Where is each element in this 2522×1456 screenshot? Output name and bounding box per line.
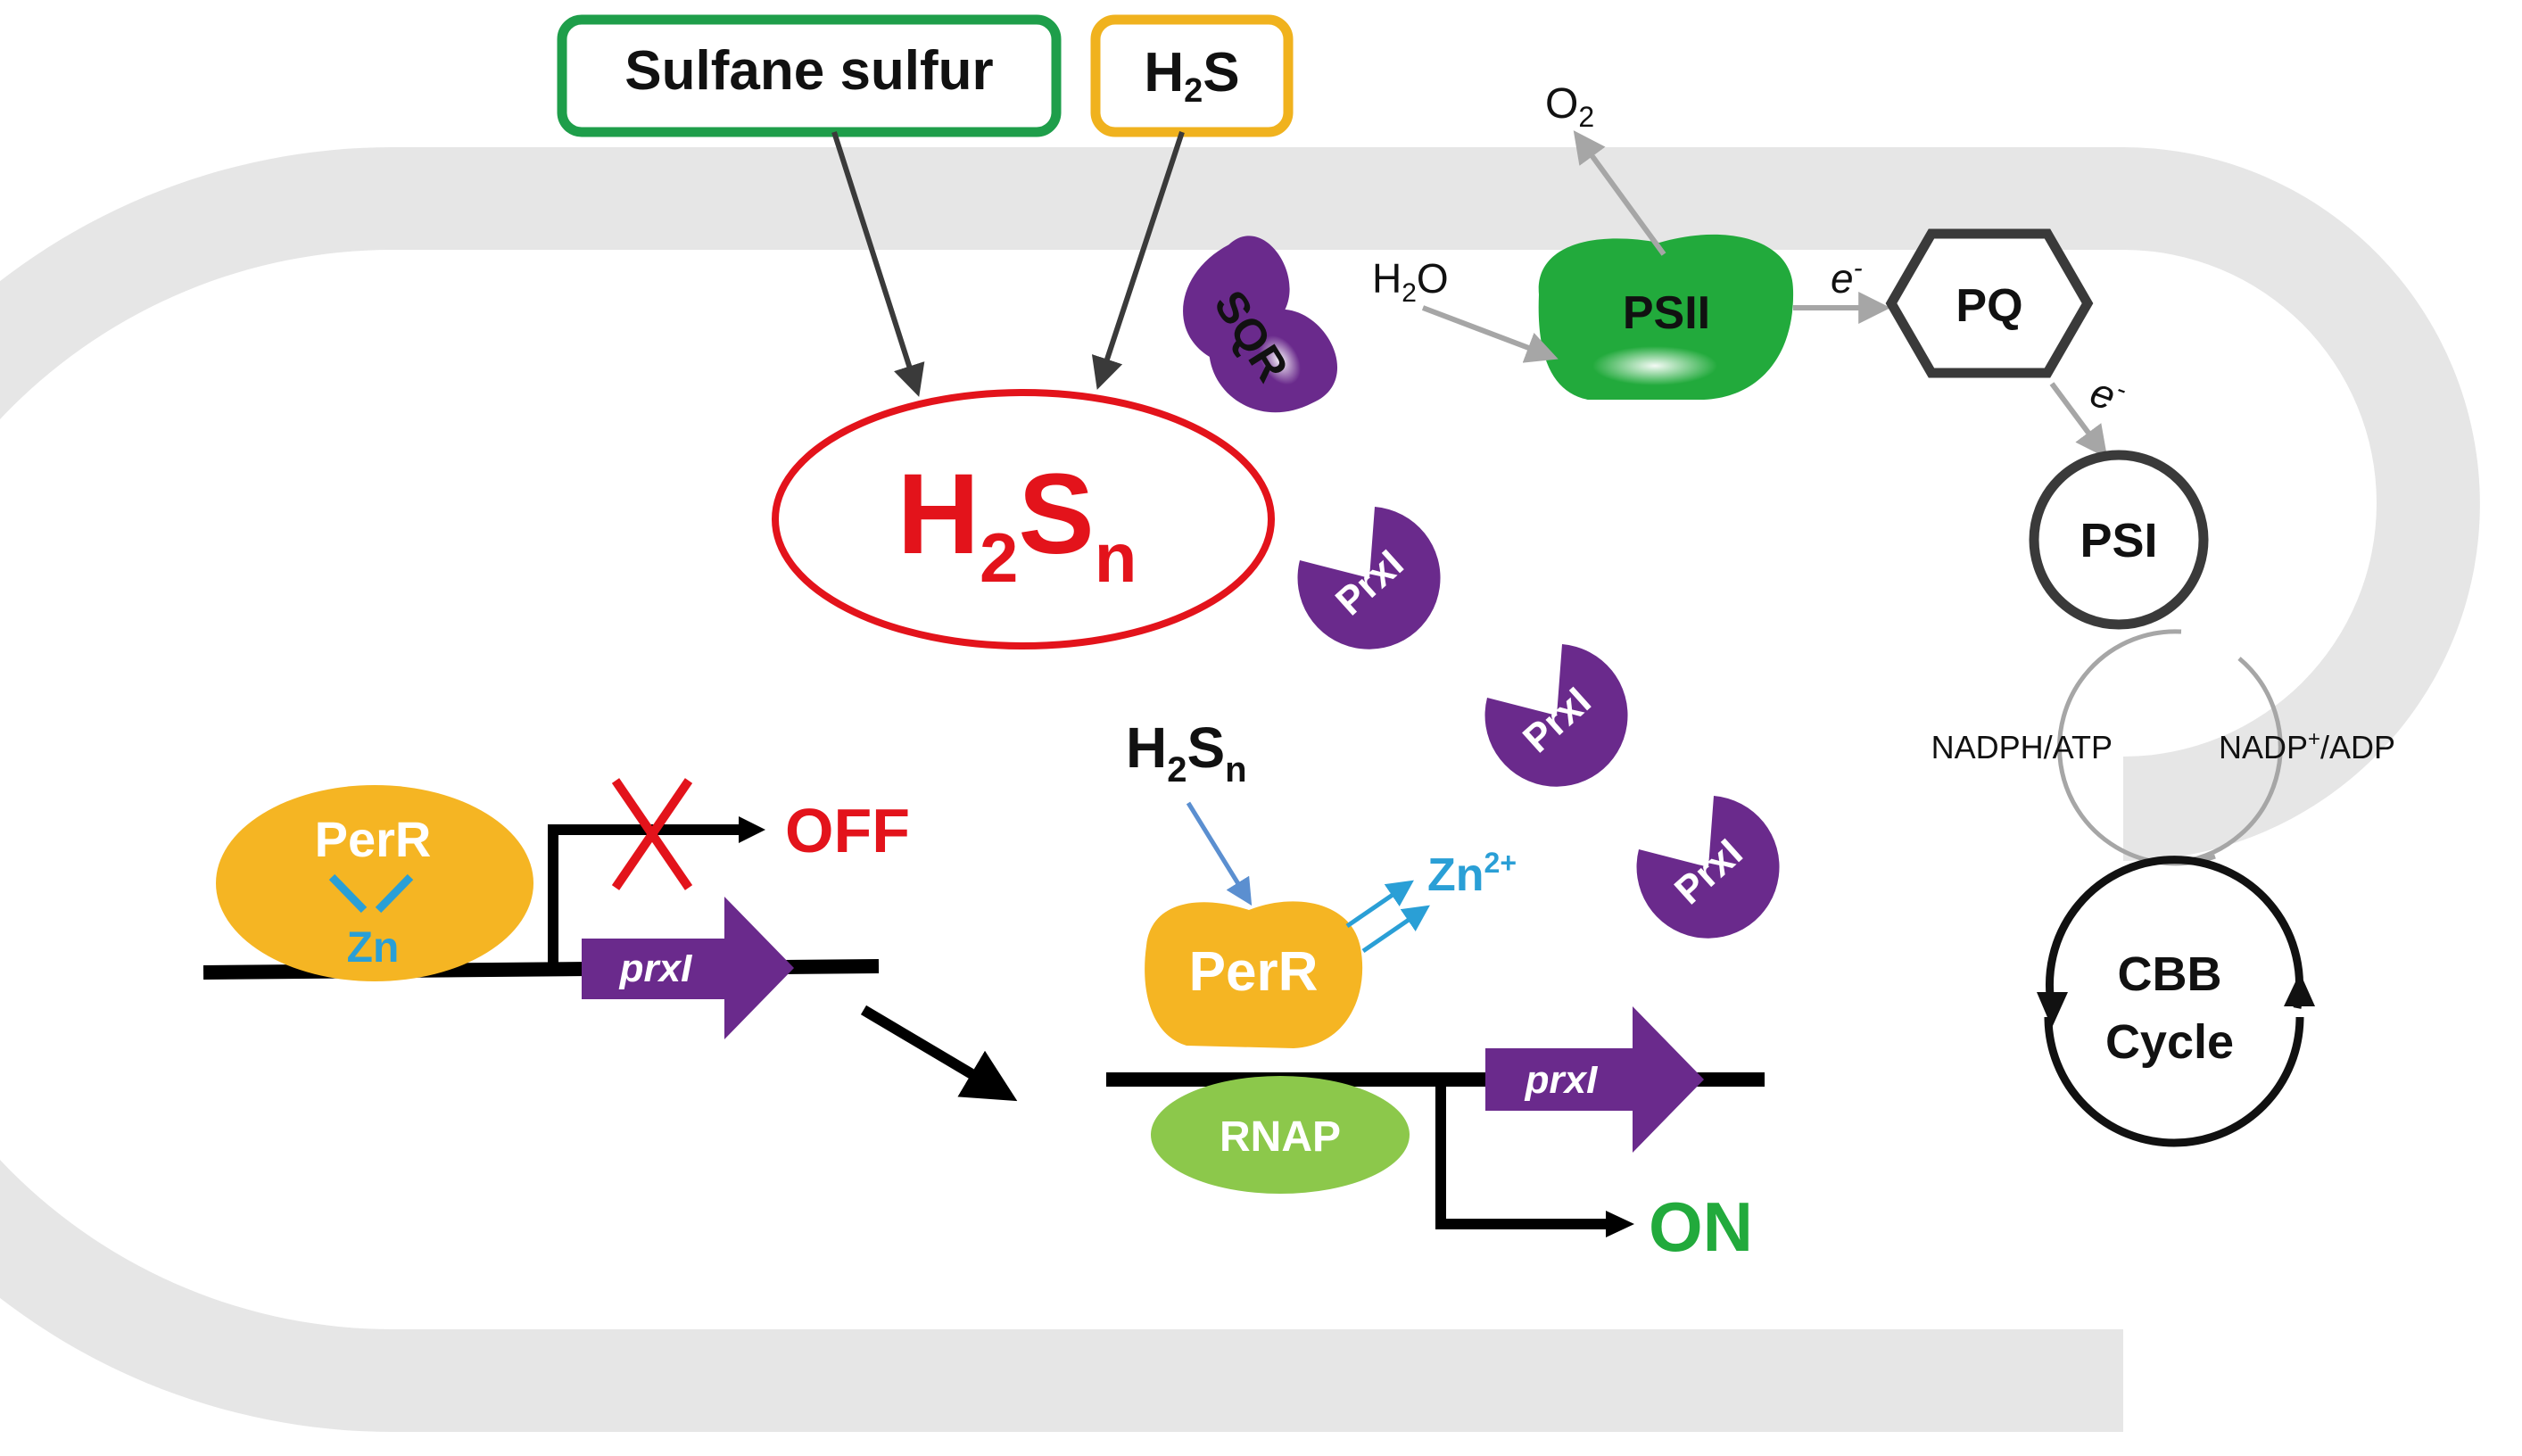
arrow-off-to-on (860, 1005, 1018, 1102)
perr-zn-protein (216, 785, 533, 981)
arrow-h2o-to-psii (1421, 305, 1559, 363)
arrow-zn-release-1 (1345, 880, 1414, 929)
o2-label: O2 (1545, 80, 1594, 133)
perr-label-off: PerR (315, 811, 432, 867)
cbb-label-line1: CBB (2118, 947, 2222, 1001)
arrow-h2sn-to-perr (1186, 801, 1253, 906)
rnap-protein (1151, 1076, 1410, 1194)
on-label: ON (1649, 1187, 1753, 1266)
electron-label-2: e- (2085, 367, 2131, 423)
rnap-label: RNAP (1220, 1113, 1341, 1161)
sqr-protein: SQR (1183, 236, 1337, 413)
arrow-pq-to-psi (2049, 382, 2108, 459)
psii-label: PSII (1623, 287, 1710, 339)
prxi-protein-1: PrxI (1297, 507, 1441, 649)
promoter-on (1435, 1080, 1610, 1229)
cbb-arrowhead-left (2037, 992, 2068, 1028)
prxi-gene-label-on: prxI (1525, 1058, 1598, 1102)
sulfane-sulfur-box (557, 14, 1062, 137)
nadp-adp-label: NADP+/ADP (2219, 727, 2395, 765)
zn-bond-left (328, 873, 368, 914)
blocked-x-icon (611, 778, 693, 890)
perr-protein-on (1145, 901, 1363, 1048)
cbb-cycle-ring (2046, 856, 2303, 1009)
promoter-on-arrowhead (1606, 1211, 1634, 1237)
pq-hexagon (1885, 228, 2094, 378)
h2s-label: H2S (1144, 42, 1239, 110)
psi-circle (2029, 450, 2209, 630)
prxi-protein-2: PrxI (1484, 644, 1628, 787)
arrow-sulfane-to-h2sn (831, 131, 925, 397)
prxi-gene-off (582, 897, 794, 1039)
psii-complex: PSII (1538, 234, 1794, 400)
off-label: OFF (785, 796, 910, 865)
promoter-off (548, 824, 742, 968)
cbb-label-line2: Cycle (2105, 1015, 2234, 1069)
perr-label-on: PerR (1189, 941, 1319, 1003)
nadph-atp-label: NADPH/ATP (1931, 729, 2113, 765)
prxi-protein-3: PrxI (1636, 796, 1780, 939)
promoter-off-arrowhead (739, 816, 765, 843)
h2sn-ellipse (772, 389, 1275, 649)
pq-label: PQ (1956, 280, 2022, 332)
h2s-box (1090, 14, 1294, 137)
sulfane-sulfur-label: Sulfane sulfur (624, 40, 993, 102)
h2sn-on-label: H2Sn (1126, 716, 1247, 790)
nadph-cycle-right-arc (2180, 657, 2283, 864)
prxi-gene-on (1485, 1006, 1704, 1153)
cbb-cycle-ring-lower (2044, 1016, 2304, 1147)
psi-label: PSI (2080, 514, 2157, 567)
arrow-zn-release-2 (1361, 905, 1430, 954)
electron-label-1: e- (1831, 253, 1863, 302)
h2o-label: H2O (1372, 255, 1449, 308)
zn2-label: Zn2+ (1427, 847, 1517, 901)
zn-label: Zn (347, 924, 400, 972)
arrow-h2s-to-h2sn (1091, 131, 1185, 390)
prxi-gene-label-off: prxI (619, 947, 692, 990)
cbb-arrowhead-right (2284, 972, 2315, 1006)
zn-bond-right (375, 873, 414, 914)
h2sn-central-label: H2Sn (897, 451, 1137, 597)
arrow-psii-to-o2 (1573, 130, 1666, 256)
